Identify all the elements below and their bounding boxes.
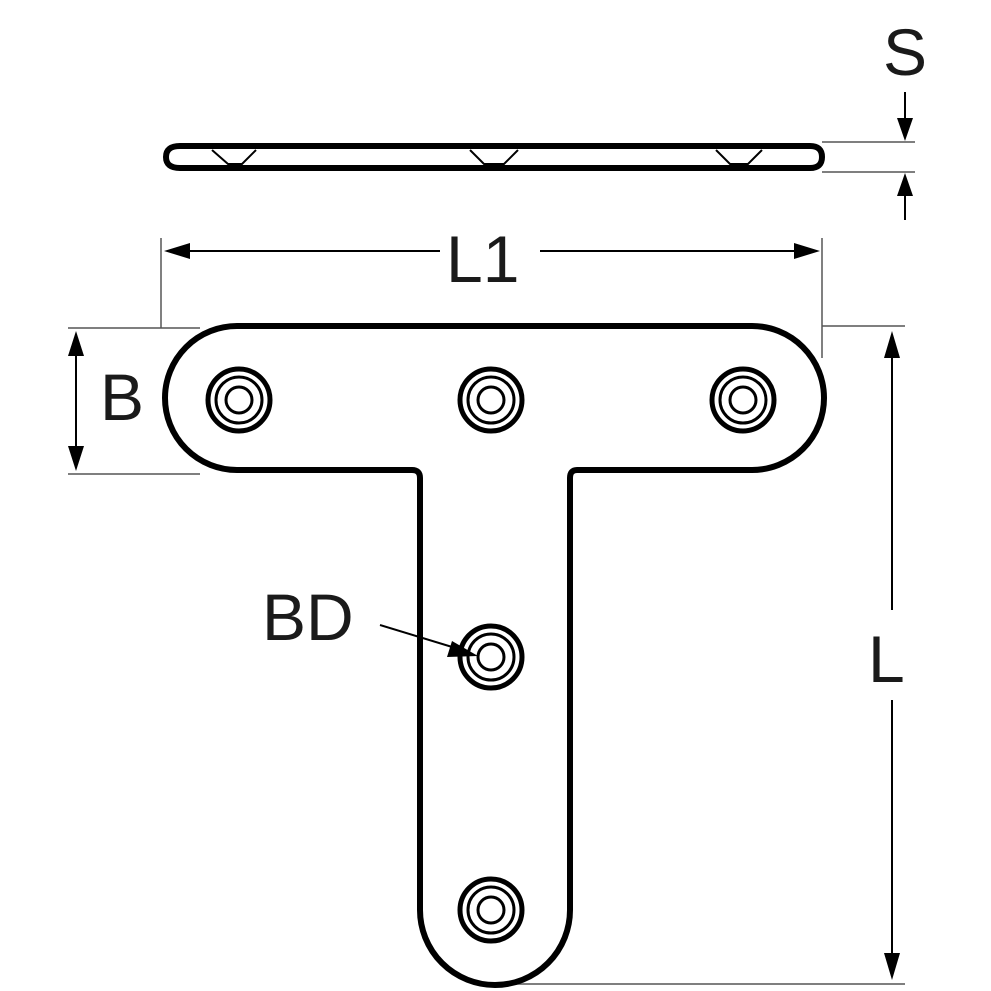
length-dimension: L [500, 325, 905, 985]
flange-width-label: B [100, 360, 144, 434]
flange-width-dimension: B [68, 327, 200, 475]
thickness-dimension: S [883, 15, 927, 220]
hole-top-left [205, 366, 273, 434]
hole-top-center [457, 366, 525, 434]
thickness-label: S [883, 15, 927, 89]
side-profile-view [163, 141, 915, 173]
hole-diameter-label: BD [262, 580, 354, 654]
width-dimension: L1 [160, 222, 823, 358]
hole-diameter-callout: BD [262, 580, 478, 657]
width-label: L1 [446, 222, 519, 296]
hole-stem-middle [457, 623, 525, 691]
hole-top-right [709, 366, 777, 434]
length-label: L [868, 622, 905, 696]
hole-stem-bottom [457, 876, 525, 944]
